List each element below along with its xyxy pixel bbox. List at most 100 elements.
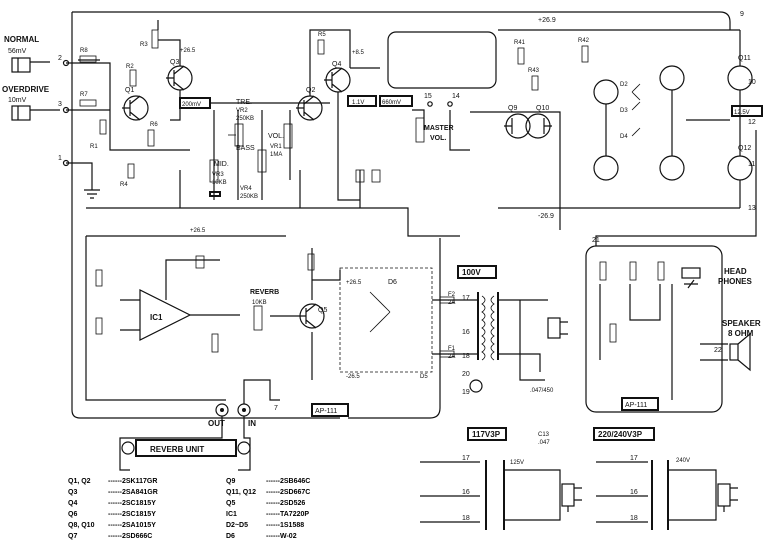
left-bus-wire	[71, 12, 215, 419]
r8-label: R8	[80, 48, 88, 54]
resistor-r52	[609, 323, 617, 343]
ac-voltage: 12.5V	[734, 110, 750, 116]
node-12: 12	[748, 119, 756, 126]
legend-ref: Q6	[68, 511, 78, 518]
master-label: MASTER	[424, 125, 454, 132]
legend-leader: ------	[108, 533, 122, 540]
q2-label: Q2	[306, 87, 315, 94]
legend-ref: Q3	[68, 489, 78, 496]
r5-label: R5	[318, 32, 326, 38]
master-volume-pot-icon	[415, 117, 425, 143]
node-22: 22	[714, 347, 722, 354]
q1-label: Q1	[125, 87, 134, 94]
legend-ref: Q8, Q10	[68, 522, 95, 529]
resistor-r1	[99, 119, 107, 135]
d3-label: D3	[620, 108, 628, 114]
legend-part: 2SD667C	[280, 489, 311, 496]
reverb-unit-jack-right-icon	[237, 441, 251, 455]
r42-label: R42	[578, 38, 590, 44]
transistor-q12-driver-icon	[659, 155, 685, 181]
legend-ref: Q11, Q12	[226, 489, 256, 496]
v220-node-17: 17	[630, 455, 638, 462]
input-overdrive-level: 10mV	[8, 97, 27, 104]
transformer-220v-icon	[651, 460, 669, 530]
pot-volume-icon	[283, 123, 293, 149]
resistor-r18	[95, 269, 103, 287]
legend-leader: ------	[266, 478, 280, 485]
node-13: 13	[748, 205, 756, 212]
q9-label: Q9	[508, 105, 517, 112]
preamp-bottom-bus	[86, 170, 460, 237]
q11-label: Q11	[738, 55, 751, 62]
input-jack-normal-icon	[11, 57, 50, 73]
legend-leader: ------	[108, 522, 122, 529]
node-18: 18	[462, 353, 470, 360]
d5-label: D5	[420, 374, 428, 380]
legend-row: Q11, Q12 ------2SD667C	[226, 487, 368, 498]
voltage-1-1v: 1.1V	[352, 100, 364, 106]
legend-ref: D6	[226, 533, 235, 540]
resistor-r21	[211, 333, 219, 353]
reverb-bus	[85, 235, 286, 401]
legend-leader: ------	[266, 533, 280, 540]
resistor-r56	[629, 261, 637, 281]
top-bus-wire	[72, 11, 731, 30]
node-1: 1	[58, 155, 62, 162]
supply-rail-pos: +26.5	[346, 280, 362, 286]
vr2-label: VR2	[236, 108, 248, 114]
legend-ref: Q5	[226, 500, 236, 507]
reverb-unit-label: REVERB UNIT	[150, 445, 204, 454]
vr4-value: 250KB	[240, 194, 258, 200]
legend-row: Q4------2SC1815Y	[68, 498, 210, 509]
speaker-label: SPEAKER	[722, 319, 761, 328]
headphones-label: HEAD	[724, 267, 747, 276]
input-wire	[66, 62, 111, 111]
ic1-opamp-icon	[139, 289, 192, 341]
pot-mid-icon	[209, 159, 219, 183]
d2-label: D2	[620, 82, 628, 88]
board-label-left: AP-111	[315, 408, 337, 415]
q5-label: Q5	[318, 307, 327, 314]
legend-ref: Q4	[68, 500, 78, 507]
legend-leader: ------	[266, 489, 280, 496]
q3-label: Q3	[170, 59, 179, 66]
supply-rail-neg: -26.5	[346, 374, 360, 380]
capacitor-c19	[195, 255, 205, 269]
reverb-out-label: OUT	[208, 419, 225, 428]
legend-ref: Q7	[68, 533, 78, 540]
node-15: 15	[424, 93, 432, 100]
voltage-200mv: 200mV	[182, 102, 201, 108]
transformer-117v-icon	[485, 460, 505, 530]
master-vol-pot-housing	[387, 31, 497, 89]
node-10: 10	[748, 79, 756, 86]
reverb-label: REVERB	[250, 289, 279, 296]
legend-part: 2SK117GR	[122, 478, 158, 485]
r4-label: R4	[120, 182, 128, 188]
input-jack-overdrive-icon	[11, 105, 60, 121]
ground-icon	[66, 162, 100, 199]
headphones-label-2: PHONES	[718, 277, 752, 286]
c12-label: .047/450	[530, 388, 554, 394]
legend-part: TA7220P	[280, 511, 310, 518]
reverb-rail: +26.5	[190, 228, 206, 234]
v117-node-16: 16	[462, 489, 470, 496]
variant-220v-tag	[593, 427, 655, 441]
variant-220v: 220/240V3P	[598, 430, 643, 439]
bridge-rectifier-area	[339, 267, 433, 373]
bridge-diodes-icon	[369, 291, 391, 333]
node-9: 9	[740, 11, 744, 18]
r6-label: R6	[150, 122, 158, 128]
node-14: 14	[452, 93, 460, 100]
legend-part: 2SB646C	[280, 478, 311, 485]
node-3: 3	[58, 101, 62, 108]
legend-part: 2SC1815Y	[122, 500, 156, 507]
power-plug-117v-icon	[561, 483, 582, 512]
c13-label: C13	[538, 432, 550, 438]
resistor-r3	[151, 29, 159, 49]
power-rails	[498, 29, 740, 209]
resistor-r2	[129, 69, 137, 87]
power-plug-220v-icon	[717, 483, 738, 512]
resistor-r8	[79, 55, 97, 63]
